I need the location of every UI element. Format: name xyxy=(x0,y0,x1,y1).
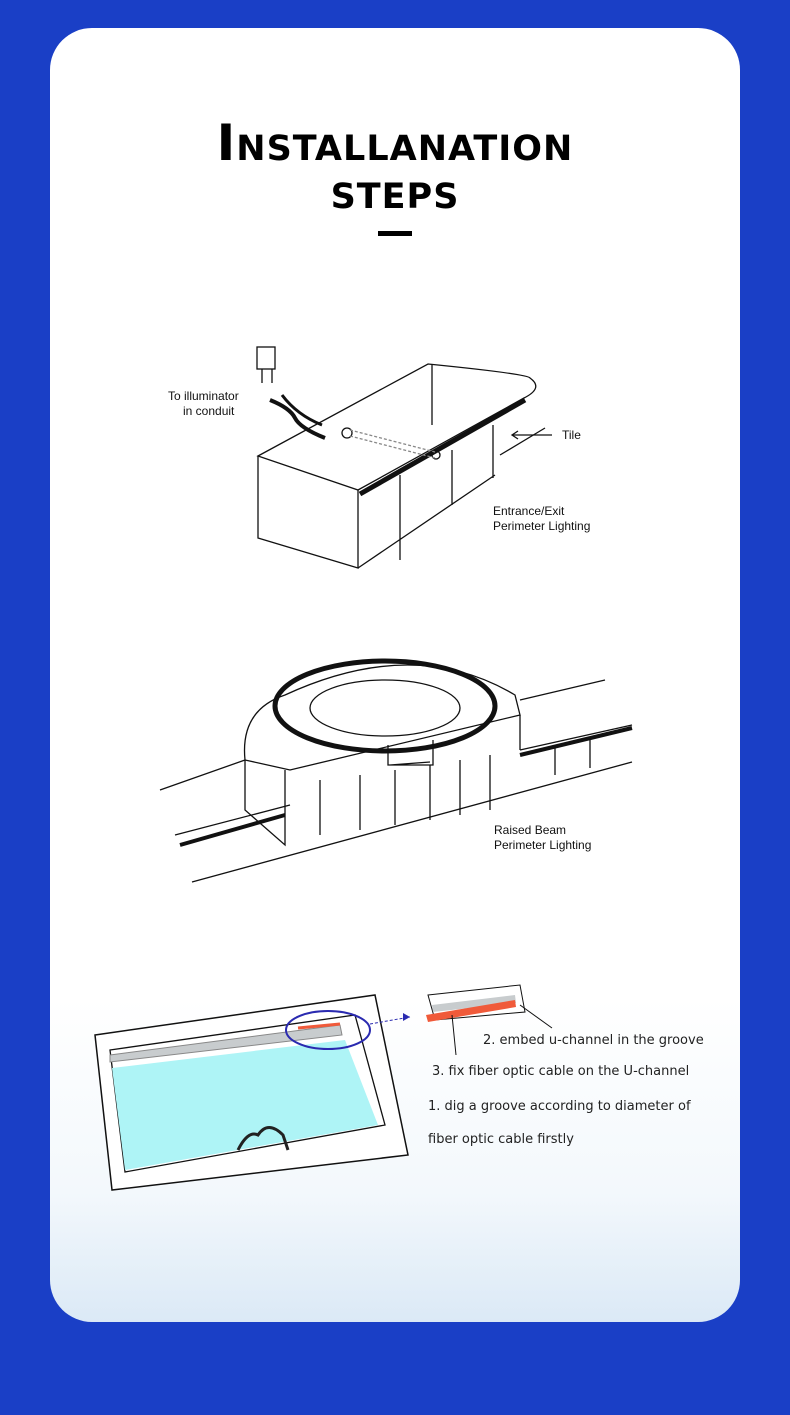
step-1-note-line2: fiber optic cable firstly xyxy=(428,1132,574,1147)
step-3-note: 3. fix fiber optic cable on the U-channe… xyxy=(432,1064,689,1079)
label-illuminator-2: in conduit xyxy=(183,404,235,418)
step-2-note: 2. embed u-channel in the groove xyxy=(483,1033,704,1048)
highlight-circle xyxy=(285,1010,371,1050)
caption-entrance-2: Perimeter Lighting xyxy=(493,519,590,533)
pool-water xyxy=(112,1040,378,1170)
caption-raised-1: Raised Beam xyxy=(494,823,566,837)
label-illuminator-1: To illuminator xyxy=(168,389,239,403)
cable-detail xyxy=(426,1000,516,1022)
step-1-note-line1: 1. dig a groove according to diameter of xyxy=(428,1099,691,1114)
illuminator-icon xyxy=(256,346,276,370)
pool-groove-diagram: 2. embed u-channel in the groove 3. fix … xyxy=(94,984,704,1191)
caption-raised-2: Perimeter Lighting xyxy=(494,838,591,852)
label-tile: Tile xyxy=(562,428,581,442)
raised-beam-diagram xyxy=(159,658,633,883)
logo-icon xyxy=(236,1126,290,1151)
entrance-exit-diagram: To illuminator in conduit Tile Entrance/… xyxy=(94,346,704,1191)
title-divider xyxy=(378,231,412,236)
page-title-line2: steps xyxy=(330,162,460,220)
page-title-line1: Installanation xyxy=(216,114,574,172)
caption-entrance-1: Entrance/Exit xyxy=(493,504,565,518)
content-card: Installanation steps To illuminator in c… xyxy=(50,28,740,1322)
